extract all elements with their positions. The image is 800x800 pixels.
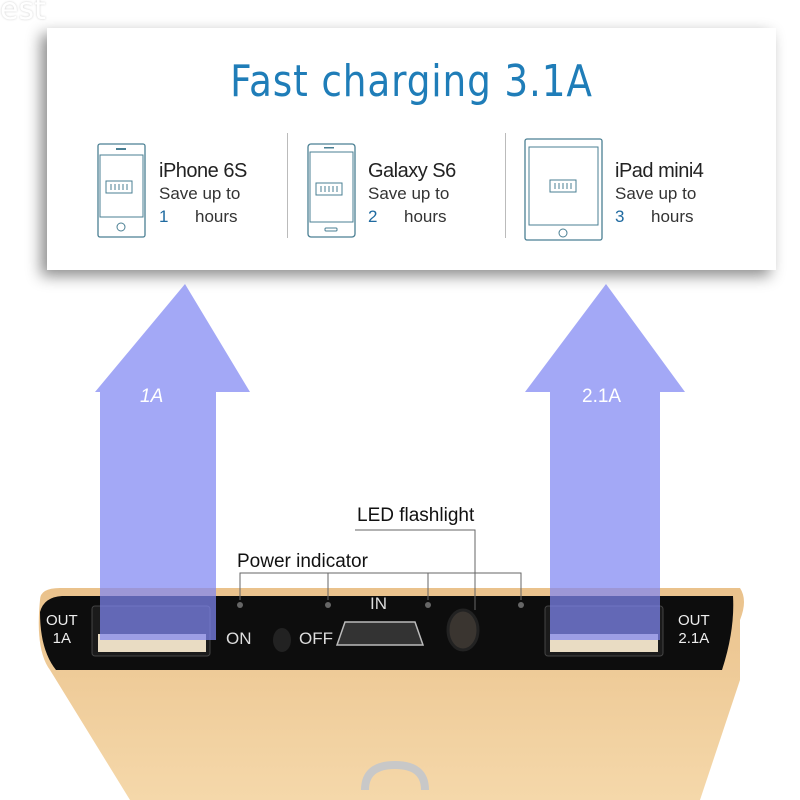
divider: [287, 133, 288, 238]
amp-text: 1A: [52, 630, 72, 647]
power-switch: [273, 628, 291, 652]
save-label: Save up to: [159, 184, 241, 203]
off-label: OFF: [299, 629, 333, 648]
arrow-2-1a: [525, 284, 685, 640]
save-label: Save up to: [368, 184, 450, 203]
out-text: OUT: [678, 612, 710, 629]
save-label: Save up to: [615, 184, 697, 203]
card-title: Fast charging 3.1A: [230, 56, 593, 107]
phone-icon: [307, 143, 356, 238]
device-iphone-6s: iPhone 6S Save up to 1 hours: [159, 138, 279, 243]
device-galaxy-s6: Galaxy S6 Save up to 2 hours: [368, 138, 488, 243]
hours-unit: hours: [404, 207, 447, 226]
hours-value: 1: [159, 207, 169, 226]
out-1a-label: OUT 1A: [46, 612, 78, 648]
device-name: iPad mini4: [615, 160, 704, 182]
device-name: Galaxy S6: [368, 160, 456, 182]
hours-value: 3: [615, 207, 625, 226]
out-text: OUT: [46, 612, 78, 629]
out-2-1a-label: OUT 2.1A: [678, 612, 710, 648]
amp-text: 2.1A: [678, 630, 710, 647]
led-flashlight-label: LED flashlight: [357, 505, 475, 526]
arrow-label-right: 2.1A: [582, 386, 622, 407]
hours-unit: hours: [195, 207, 238, 226]
phone-icon: [97, 143, 146, 238]
in-label: IN: [370, 594, 387, 613]
arrow-label-left: 1A: [140, 386, 164, 407]
watermark: est: [0, 0, 46, 27]
divider: [505, 133, 506, 238]
on-label: ON: [226, 629, 252, 648]
tablet-icon: [524, 138, 603, 241]
device-name: iPhone 6S: [159, 160, 247, 182]
hours-unit: hours: [651, 207, 694, 226]
device-ipad-mini4: iPad mini4 Save up to 3 hours: [615, 138, 745, 243]
hours-value: 2: [368, 207, 378, 226]
arrow-1a: [95, 284, 250, 640]
power-indicator-label: Power indicator: [237, 551, 368, 572]
info-card: Fast charging 3.1A iPhone 6S Save up to …: [47, 28, 776, 270]
